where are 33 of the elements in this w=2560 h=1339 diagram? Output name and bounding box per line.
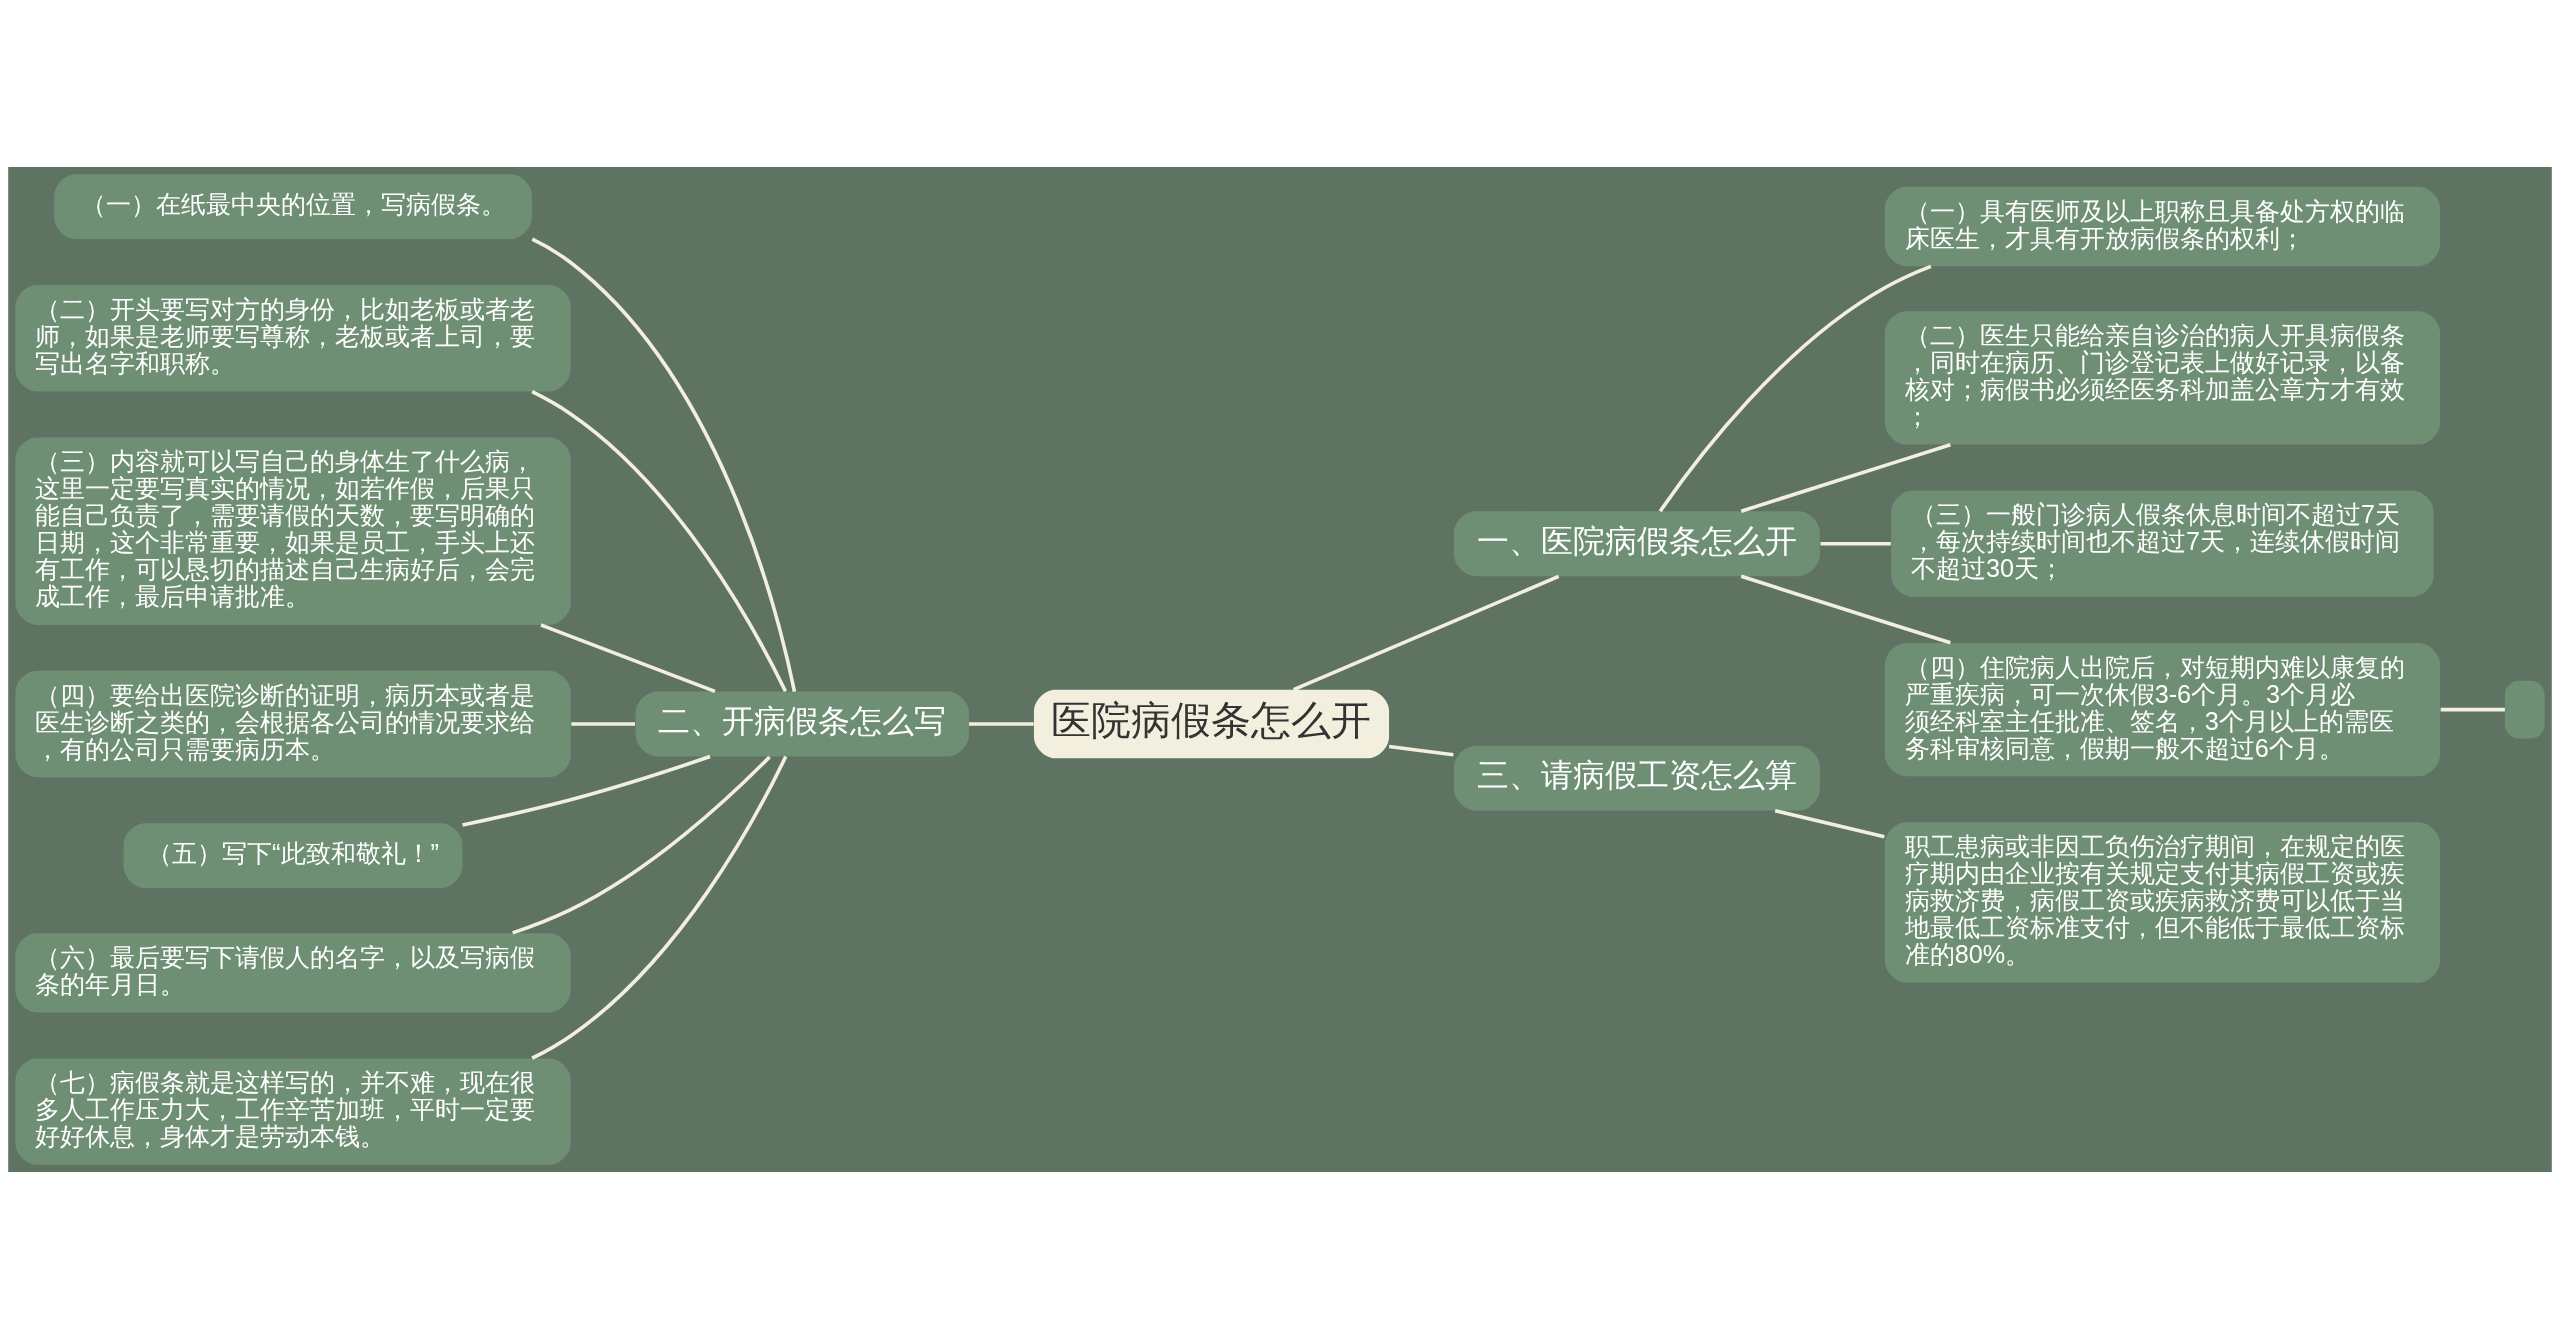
node-box: 三、请病假工资怎么算: [1453, 745, 1820, 811]
node-box: 医院病假条怎么开: [1033, 689, 1390, 759]
node-box: （四）住院病人出院后，对短期内难以康复的严重疾病，可一次休假3-6个月。3个月必须经科室主任批准、签名，3个月以上的需医务科审核同意，假期一般不超过6个月。: [1884, 642, 2441, 777]
connector: [1820, 541, 1891, 546]
connector: [531, 237, 797, 692]
node-box: （一）在纸最中央的位置，写病假条。: [54, 174, 532, 240]
connector: [1740, 442, 1951, 513]
connector: [1292, 574, 1560, 692]
connector: [462, 754, 711, 827]
connector: [531, 390, 788, 692]
node-box: （五）写下“此致和敬礼！”: [123, 823, 463, 889]
connector: [531, 755, 788, 1060]
node-box: （六）最后要写下请假人的名字，以及写病假条的年月日。: [15, 933, 571, 1013]
connector: [1658, 264, 1932, 513]
connector: [969, 722, 1034, 726]
connector: [1740, 574, 1951, 645]
connector: [1774, 808, 1885, 839]
node-box: （一）具有医师及以上职称且具备处方权的临床医生，才具有开放病假条的权利；: [1884, 186, 2441, 267]
connector: [2440, 707, 2505, 712]
node-box: （三）内容就可以写自己的身体生了什么病，这里一定要写真实的情况，如若作假，后果只能自己负责了，需要请假的天数，要写明确的日期，这个非常重要，如果是员工，手头上还有工作，可以恳切的描述自己生病好后，会完成工作，最后申请批准。: [15, 437, 571, 625]
node-box: （二）医生只能给亲自诊治的病人开具病假条，同时在病历、门诊登记表上做好记录，以备核对；病假书必须经医务科加盖公章方才有效；: [1884, 311, 2441, 445]
connector: [1388, 744, 1454, 757]
node-box: 二、开病假条怎么写: [635, 691, 970, 757]
connector: [571, 722, 635, 726]
node-box: （二）开头要写对方的身份，比如老板或者老师，如果是老师要写尊称，老板或者上司，要写出名字和职称。: [15, 285, 571, 392]
node-box: （四）要给出医院诊断的证明，病历本或者是医生诊断之类的，会根据各公司的情况要求给，有的公司只需要病历本。: [15, 670, 571, 778]
node-box: 一、医院病假条怎么开: [1453, 511, 1820, 577]
node-box: （七）病假条就是这样写的，并不难，现在很多人工作压力大，工作辛苦加班，平时一定要好好休息，身体才是劳动本钱。: [15, 1058, 571, 1165]
connector: [540, 623, 716, 694]
node-box: （三）一般门诊病人假条休息时间不超过7天，每次持续时间也不超过7天，连续休假时间不超过30天；: [1891, 490, 2434, 597]
connector: [512, 755, 771, 935]
node-box: [2504, 680, 2545, 739]
node-box: 职工患病或非因工负伤治疗期间，在规定的医疗期内由企业按有关规定支付其病假工资或疾病救济费，病假工资或疾病救济费可以低于当地最低工资标准支付，但不能低于最低工资标准的80%。: [1884, 822, 2441, 983]
